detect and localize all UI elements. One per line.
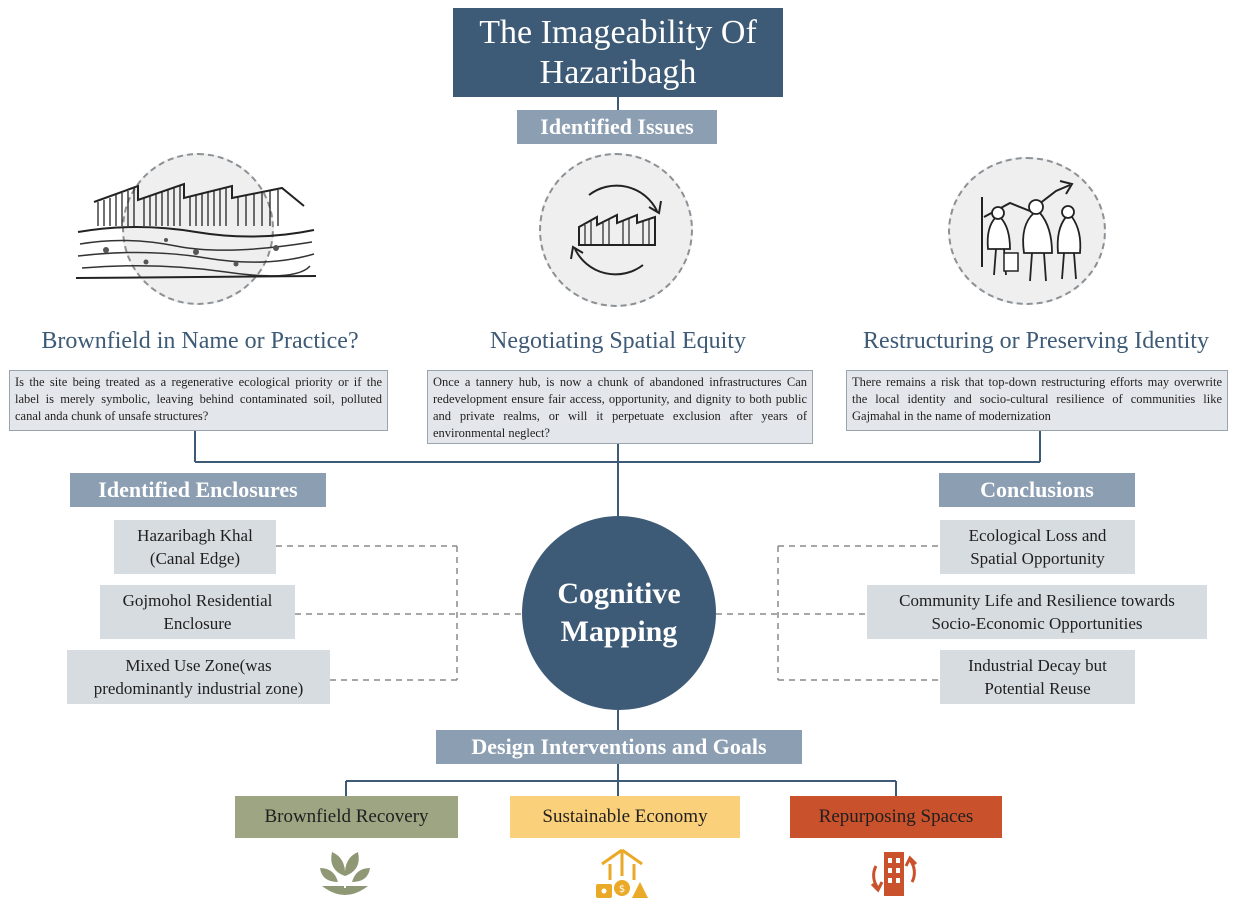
identified-enclosures-label: Identified Enclosures — [70, 473, 326, 507]
plant-leaves-icon — [320, 852, 370, 895]
goal-brownfield-recovery: Brownfield Recovery — [235, 796, 458, 838]
conclusion-item-1: Ecological Loss and Spatial Opportunity — [940, 520, 1135, 574]
identified-issues-label: Identified Issues — [517, 110, 717, 144]
enclosure-item-2: Gojmohol Residential Enclosure — [100, 585, 295, 639]
design-interventions-label: Design Interventions and Goals — [436, 730, 802, 764]
conclusions-label: Conclusions — [939, 473, 1135, 507]
factory-cycle-icon — [570, 184, 662, 276]
issue-text-1: Is the site being treated as a regenerat… — [9, 370, 388, 431]
conclusion-item-3: Industrial Decay but Potential Reuse — [940, 650, 1135, 704]
issue-text-3: There remains a risk that top-down restr… — [846, 370, 1228, 431]
cognitive-mapping-circle: Cognitive Mapping — [522, 516, 716, 710]
recycle-building-icon — [870, 852, 918, 896]
svg-text:$: $ — [619, 884, 625, 895]
brownfield-landscape-icon — [75, 182, 317, 279]
goal-sustainable-economy: Sustainable Economy — [510, 796, 740, 838]
issue-heading-3: Restructuring or Preserving Identity — [863, 328, 1209, 354]
issue-icon-circle-2 — [539, 153, 693, 307]
enclosure-item-1: Hazaribagh Khal (Canal Edge) — [114, 520, 276, 574]
enclosure-item-3: Mixed Use Zone(was predominantly industr… — [67, 650, 330, 704]
issue-heading-2: Negotiating Spatial Equity — [490, 328, 746, 354]
goal-repurposing-spaces: Repurposing Spaces — [790, 796, 1002, 838]
issue-heading-1: Brownfield in Name or Practice? — [41, 328, 359, 354]
community-growth-icon — [981, 180, 1082, 282]
conclusion-item-2: Community Life and Resilience towards So… — [867, 585, 1207, 639]
economy-tree-icon: $ — [596, 848, 648, 898]
issue-text-2: Once a tannery hub, is now a chunk of ab… — [427, 370, 813, 444]
issue-icon-circle-1 — [122, 153, 274, 305]
page-title: The Imageability Of Hazaribagh — [453, 8, 783, 97]
